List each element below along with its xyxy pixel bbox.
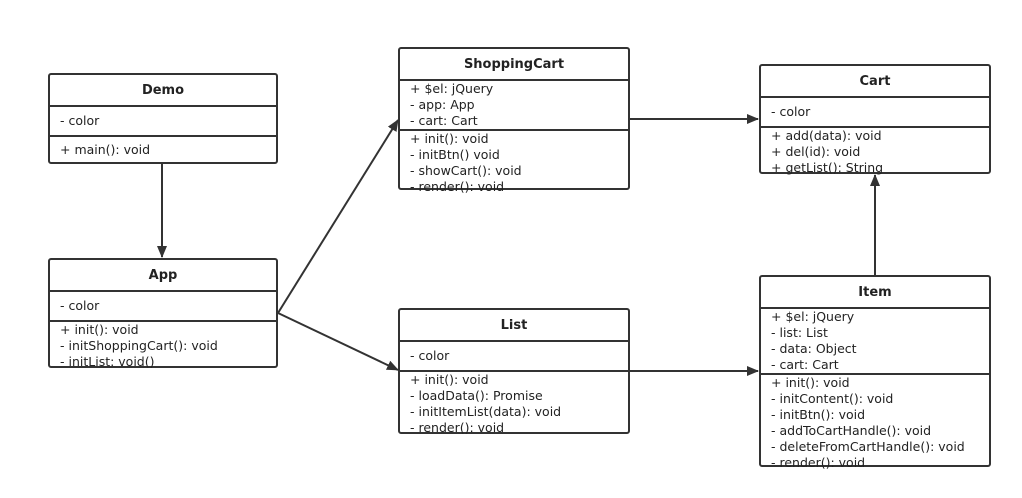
class-cart[interactable]: Cart - color + add(data): void+ del(id):… [759,64,991,176]
member-line: - list: List [771,325,828,340]
member-line: - render(): void [410,179,505,194]
arrow-app-to-shoppingcart [277,119,399,314]
class-name: Demo [50,75,276,107]
member-line: - render(): void [771,455,866,470]
arrow-app-to-list [277,312,399,371]
member-line: - color [771,104,811,119]
class-attributes: + $el: jQuery- list: List- data: Object-… [761,309,989,375]
class-methods: + main(): void [50,137,276,162]
member-line: - render(): void [410,420,505,435]
class-name: ShoppingCart [400,49,628,81]
class-list[interactable]: List - color + init(): void- loadData():… [398,308,630,436]
class-app[interactable]: App - color + init(): void- initShopping… [48,258,278,370]
member-line: - initList: void() [60,354,155,369]
member-line: - initShoppingCart(): void [60,338,218,353]
class-methods: + init(): void- initBtn() void- showCart… [400,131,628,195]
member-line: + init(): void [410,372,489,387]
member-line: - cart: Cart [410,113,478,128]
class-methods: + add(data): void+ del(id): void+ getLis… [761,128,989,176]
member-line: - initBtn(): void [771,407,866,422]
class-attributes: - color [50,292,276,322]
class-demo[interactable]: Demo - color + main(): void [48,73,278,164]
class-name: List [400,310,628,342]
class-attributes: + $el: jQuery- app: App- cart: Cart [400,81,628,131]
class-methods: + init(): void- loadData(): Promise- ini… [400,372,628,436]
class-methods: + init(): void- initContent(): void- ini… [761,375,989,471]
member-line: - initContent(): void [771,391,894,406]
member-line: + init(): void [771,375,850,390]
class-name: App [50,260,276,292]
member-line: - addToCartHandle(): void [771,423,932,438]
member-line: + $el: jQuery [771,309,855,324]
member-line: - color [410,348,450,363]
member-line: - showCart(): void [410,163,522,178]
member-line: - deleteFromCartHandle(): void [771,439,965,454]
class-methods: + init(): void- initShoppingCart(): void… [50,322,276,370]
class-attributes: - color [50,107,276,137]
member-line: + main(): void [60,141,151,157]
member-line: + getList(): String [771,160,884,175]
member-line: + init(): void [60,322,139,337]
class-shoppingcart[interactable]: ShoppingCart + $el: jQuery- app: App- ca… [398,47,630,194]
member-line: - initItemList(data): void [410,404,562,419]
member-line: - data: Object [771,341,857,356]
member-line: + $el: jQuery [410,81,494,96]
class-name: Item [761,277,989,309]
class-item[interactable]: Item + $el: jQuery- list: List- data: Ob… [759,275,991,470]
member-line: - cart: Cart [771,357,839,372]
member-line: + del(id): void [771,144,861,159]
member-line: - color [60,298,100,313]
member-line: + add(data): void [771,128,882,143]
member-line: + init(): void [410,131,489,146]
member-line: - color [60,113,100,128]
member-line: - app: App [410,97,475,112]
class-attributes: - color [400,342,628,372]
class-attributes: - color [761,98,989,128]
class-name: Cart [761,66,989,98]
member-line: - loadData(): Promise [410,388,543,403]
member-line: - initBtn() void [410,147,500,162]
